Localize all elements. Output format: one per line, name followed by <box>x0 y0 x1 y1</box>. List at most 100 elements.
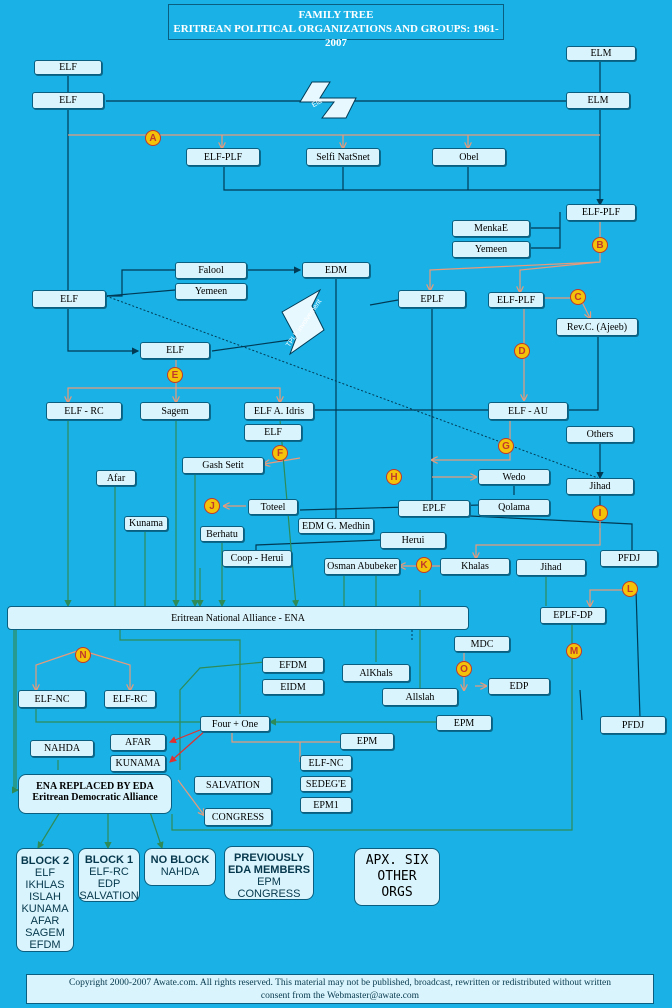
node-elf-plf-3[interactable]: ELF-PLF <box>488 292 544 308</box>
badge-e: E <box>167 367 183 383</box>
block-2-item: ELF <box>34 867 56 879</box>
block-2-box[interactable]: BLOCK 2 ELF IKHLAS ISLAH KUNAMA AFAR SAG… <box>16 848 74 952</box>
node-osman-abubeker[interactable]: Osman Abubeker <box>324 558 400 575</box>
node-epm-2[interactable]: EPM <box>340 733 394 750</box>
node-sagem[interactable]: Sagem <box>140 402 210 420</box>
ena-alliance-bar[interactable]: Eritrean National Alliance - ENA <box>7 606 469 630</box>
node-edp[interactable]: EDP <box>488 678 550 695</box>
badge-i: I <box>592 505 608 521</box>
node-eplf[interactable]: EPLF <box>398 290 466 308</box>
node-herui[interactable]: Herui <box>380 532 446 549</box>
node-edm-falool[interactable]: EDM <box>302 262 370 278</box>
no-block-title: NO BLOCK <box>150 854 210 866</box>
node-sedege[interactable]: SEDEG'E <box>300 776 352 792</box>
node-mdc[interactable]: MDC <box>454 636 510 652</box>
badge-m: M <box>566 643 582 659</box>
node-others[interactable]: Others <box>566 426 634 443</box>
other-orgs-line: OTHER <box>377 869 417 884</box>
previously-subtitle: EDA MEMBERS <box>227 864 311 876</box>
node-elf-rc[interactable]: ELF - RC <box>46 402 122 420</box>
node-elf-2[interactable]: ELF <box>32 290 106 308</box>
block-2-item: ISLAH <box>29 891 61 903</box>
node-elf[interactable]: ELF <box>32 92 104 109</box>
node-coop-herui[interactable]: Coop - Herui <box>222 550 292 567</box>
node-jihad-2[interactable]: Jihad <box>516 559 586 576</box>
block-1-item: EDP <box>97 878 121 890</box>
node-elf-nc[interactable]: ELF-NC <box>18 690 86 708</box>
node-efdm[interactable]: EFDM <box>262 657 324 673</box>
node-yemeen[interactable]: Yemeen <box>452 241 530 258</box>
node-kunama[interactable]: Kunama <box>124 516 168 531</box>
badge-o: O <box>456 661 472 677</box>
no-block-box[interactable]: NO BLOCK NAHDA <box>144 848 216 886</box>
node-falool[interactable]: Falool <box>175 262 247 279</box>
node-elf-plf[interactable]: ELF-PLF <box>186 148 260 166</box>
node-epm1[interactable]: EPM1 <box>300 797 352 813</box>
node-elf-au[interactable]: ELF - AU <box>488 402 568 420</box>
other-orgs-box[interactable]: APX. SIX OTHER ORGS <box>354 848 440 906</box>
previously-box[interactable]: PREVIOUSLY EDA MEMBERS EPM CONGRESS <box>224 846 314 900</box>
node-elf-a-idris[interactable]: ELF A. Idris <box>244 402 314 420</box>
node-elf-rc-2[interactable]: ELF-RC <box>104 690 156 708</box>
node-elm[interactable]: ELM <box>566 92 630 109</box>
node-salvation[interactable]: SALVATION <box>194 776 272 794</box>
node-elm-origin[interactable]: ELM <box>566 46 636 61</box>
title-line-1: FAMILY TREE <box>298 9 374 21</box>
node-pfdj-2[interactable]: PFDJ <box>600 716 666 734</box>
node-qolama[interactable]: Qolama <box>478 499 550 516</box>
node-obel[interactable]: Obel <box>432 148 506 166</box>
node-wedo[interactable]: Wedo <box>478 469 550 485</box>
node-elf-origin[interactable]: ELF <box>34 60 102 75</box>
node-epm[interactable]: EPM <box>436 715 492 731</box>
node-eidm[interactable]: EIDM <box>262 679 324 695</box>
node-elf-nc-2[interactable]: ELF-NC <box>300 755 352 771</box>
node-berhatu[interactable]: Berhatu <box>200 526 244 542</box>
node-khalas[interactable]: Khalas <box>440 558 510 575</box>
node-alkhals[interactable]: AlKhals <box>342 664 410 682</box>
node-jihad[interactable]: Jihad <box>566 478 634 495</box>
eda-box[interactable]: ENA REPLACED BY EDA Eritrean Democratic … <box>18 774 172 814</box>
node-afar[interactable]: Afar <box>96 470 136 486</box>
eda-line-1: ENA REPLACED BY EDA <box>36 781 154 792</box>
node-eplf-dp[interactable]: EPLF-DP <box>540 607 606 624</box>
node-rev-c-ajeeb[interactable]: Rev.C. (Ajeeb) <box>556 318 638 336</box>
node-toteel[interactable]: Toteel <box>248 499 298 515</box>
previously-title: PREVIOUSLY <box>234 852 304 864</box>
other-orgs-line: ORGS <box>381 885 413 900</box>
badge-f: F <box>272 445 288 461</box>
footer-line-2: consent from the Webmaster@awate.com <box>260 991 420 1001</box>
node-selfi-natsnet[interactable]: Selfi NatSnet <box>306 148 380 166</box>
node-elf-plf-2[interactable]: ELF-PLF <box>566 204 636 221</box>
node-eplf-2[interactable]: EPLF <box>398 500 470 517</box>
node-allslah[interactable]: Allslah <box>382 688 458 706</box>
eda-line-2: Eritrean Democratic Alliance <box>32 792 158 803</box>
badge-c: C <box>570 289 586 305</box>
badge-a: A <box>145 130 161 146</box>
node-gash-setit[interactable]: Gash Setit <box>182 457 264 474</box>
node-kunama-2[interactable]: KUNAMA <box>110 755 166 772</box>
badge-j: J <box>204 498 220 514</box>
node-pfdj[interactable]: PFDJ <box>600 550 658 567</box>
node-nahda[interactable]: NAHDA <box>30 740 94 757</box>
node-yemeen-2[interactable]: Yemeen <box>175 283 247 300</box>
block-1-item: ELF-RC <box>89 866 129 878</box>
badge-d: D <box>514 343 530 359</box>
node-edm-g-medhin[interactable]: EDM G. Medhin <box>298 518 374 534</box>
block-2-item: IKHLAS <box>25 879 65 891</box>
node-afar-2[interactable]: AFAR <box>110 734 166 751</box>
node-congress[interactable]: CONGRESS <box>204 808 272 826</box>
other-orgs-line: APX. SIX <box>365 853 429 868</box>
node-elf-4[interactable]: ELF <box>244 424 302 441</box>
block-1-box[interactable]: BLOCK 1 ELF-RC EDP SALVATION <box>78 848 140 902</box>
block-1-item: SALVATION <box>79 890 139 902</box>
no-block-item: NAHDA <box>160 866 200 878</box>
badge-l: L <box>622 581 638 597</box>
node-menkae[interactable]: MenkaE <box>452 220 530 237</box>
title-line-2: ERITREAN POLITICAL ORGANIZATIONS AND GRO… <box>173 23 499 49</box>
node-four-plus-one[interactable]: Four + One <box>200 716 270 732</box>
node-elf-3[interactable]: ELF <box>140 342 210 359</box>
block-2-item: KUNAMA <box>21 903 69 915</box>
block-2-item: EFDM <box>29 939 61 951</box>
block-2-title: BLOCK 2 <box>20 855 70 867</box>
